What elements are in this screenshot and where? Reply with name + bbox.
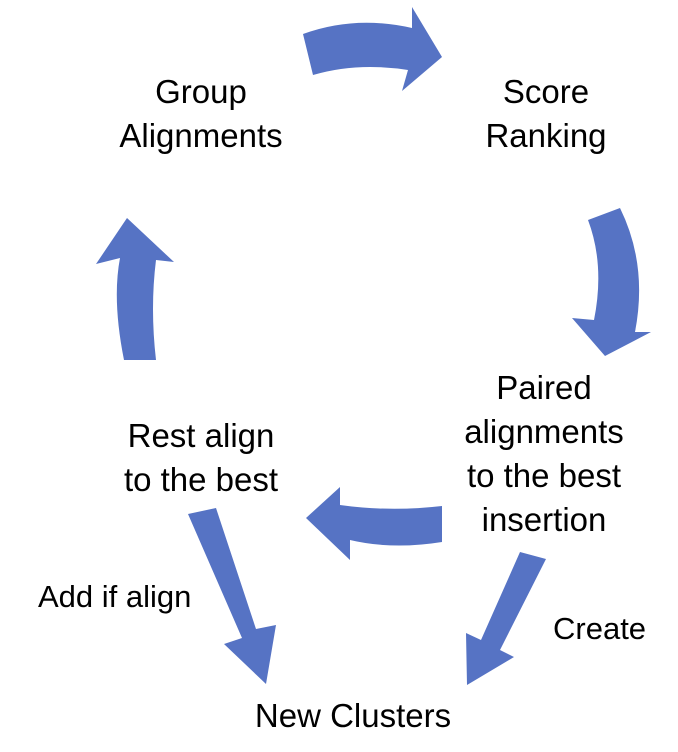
node-paired-alignments-line1: Paired <box>496 369 592 406</box>
node-paired-alignments-line3: to the best <box>466 457 622 494</box>
node-score-ranking-line2: Ranking <box>485 117 607 154</box>
node-rest-align-line1: Rest align <box>127 417 275 454</box>
node-rest-align-line2: to the best <box>123 461 279 498</box>
node-score-ranking: Score Ranking <box>448 70 644 158</box>
node-group-alignments: Group Alignments <box>96 70 306 158</box>
arrow-group-to-score <box>303 7 442 91</box>
edge-label-create: Create <box>553 611 647 646</box>
arrow-score-to-paired <box>572 208 651 356</box>
arrow-paired-to-clusters <box>466 552 546 685</box>
arrow-rest-to-clusters <box>188 508 276 684</box>
node-new-clusters-line1: New Clusters <box>254 697 452 734</box>
arrow-rest-to-group <box>96 218 174 360</box>
node-group-alignments-line2: Alignments <box>119 117 283 154</box>
edge-label-add-if-align: Add if align <box>38 579 192 614</box>
arrow-paired-to-rest <box>306 487 442 560</box>
node-group-alignments-line1: Group <box>155 73 247 110</box>
node-rest-align: Rest align to the best <box>96 414 306 502</box>
node-new-clusters: New Clusters <box>230 694 476 738</box>
node-paired-alignments: Paired alignments to the best insertion <box>436 366 652 542</box>
node-score-ranking-line1: Score <box>502 73 590 110</box>
node-paired-alignments-line2: alignments <box>464 413 624 450</box>
node-paired-alignments-line4: insertion <box>481 501 607 538</box>
